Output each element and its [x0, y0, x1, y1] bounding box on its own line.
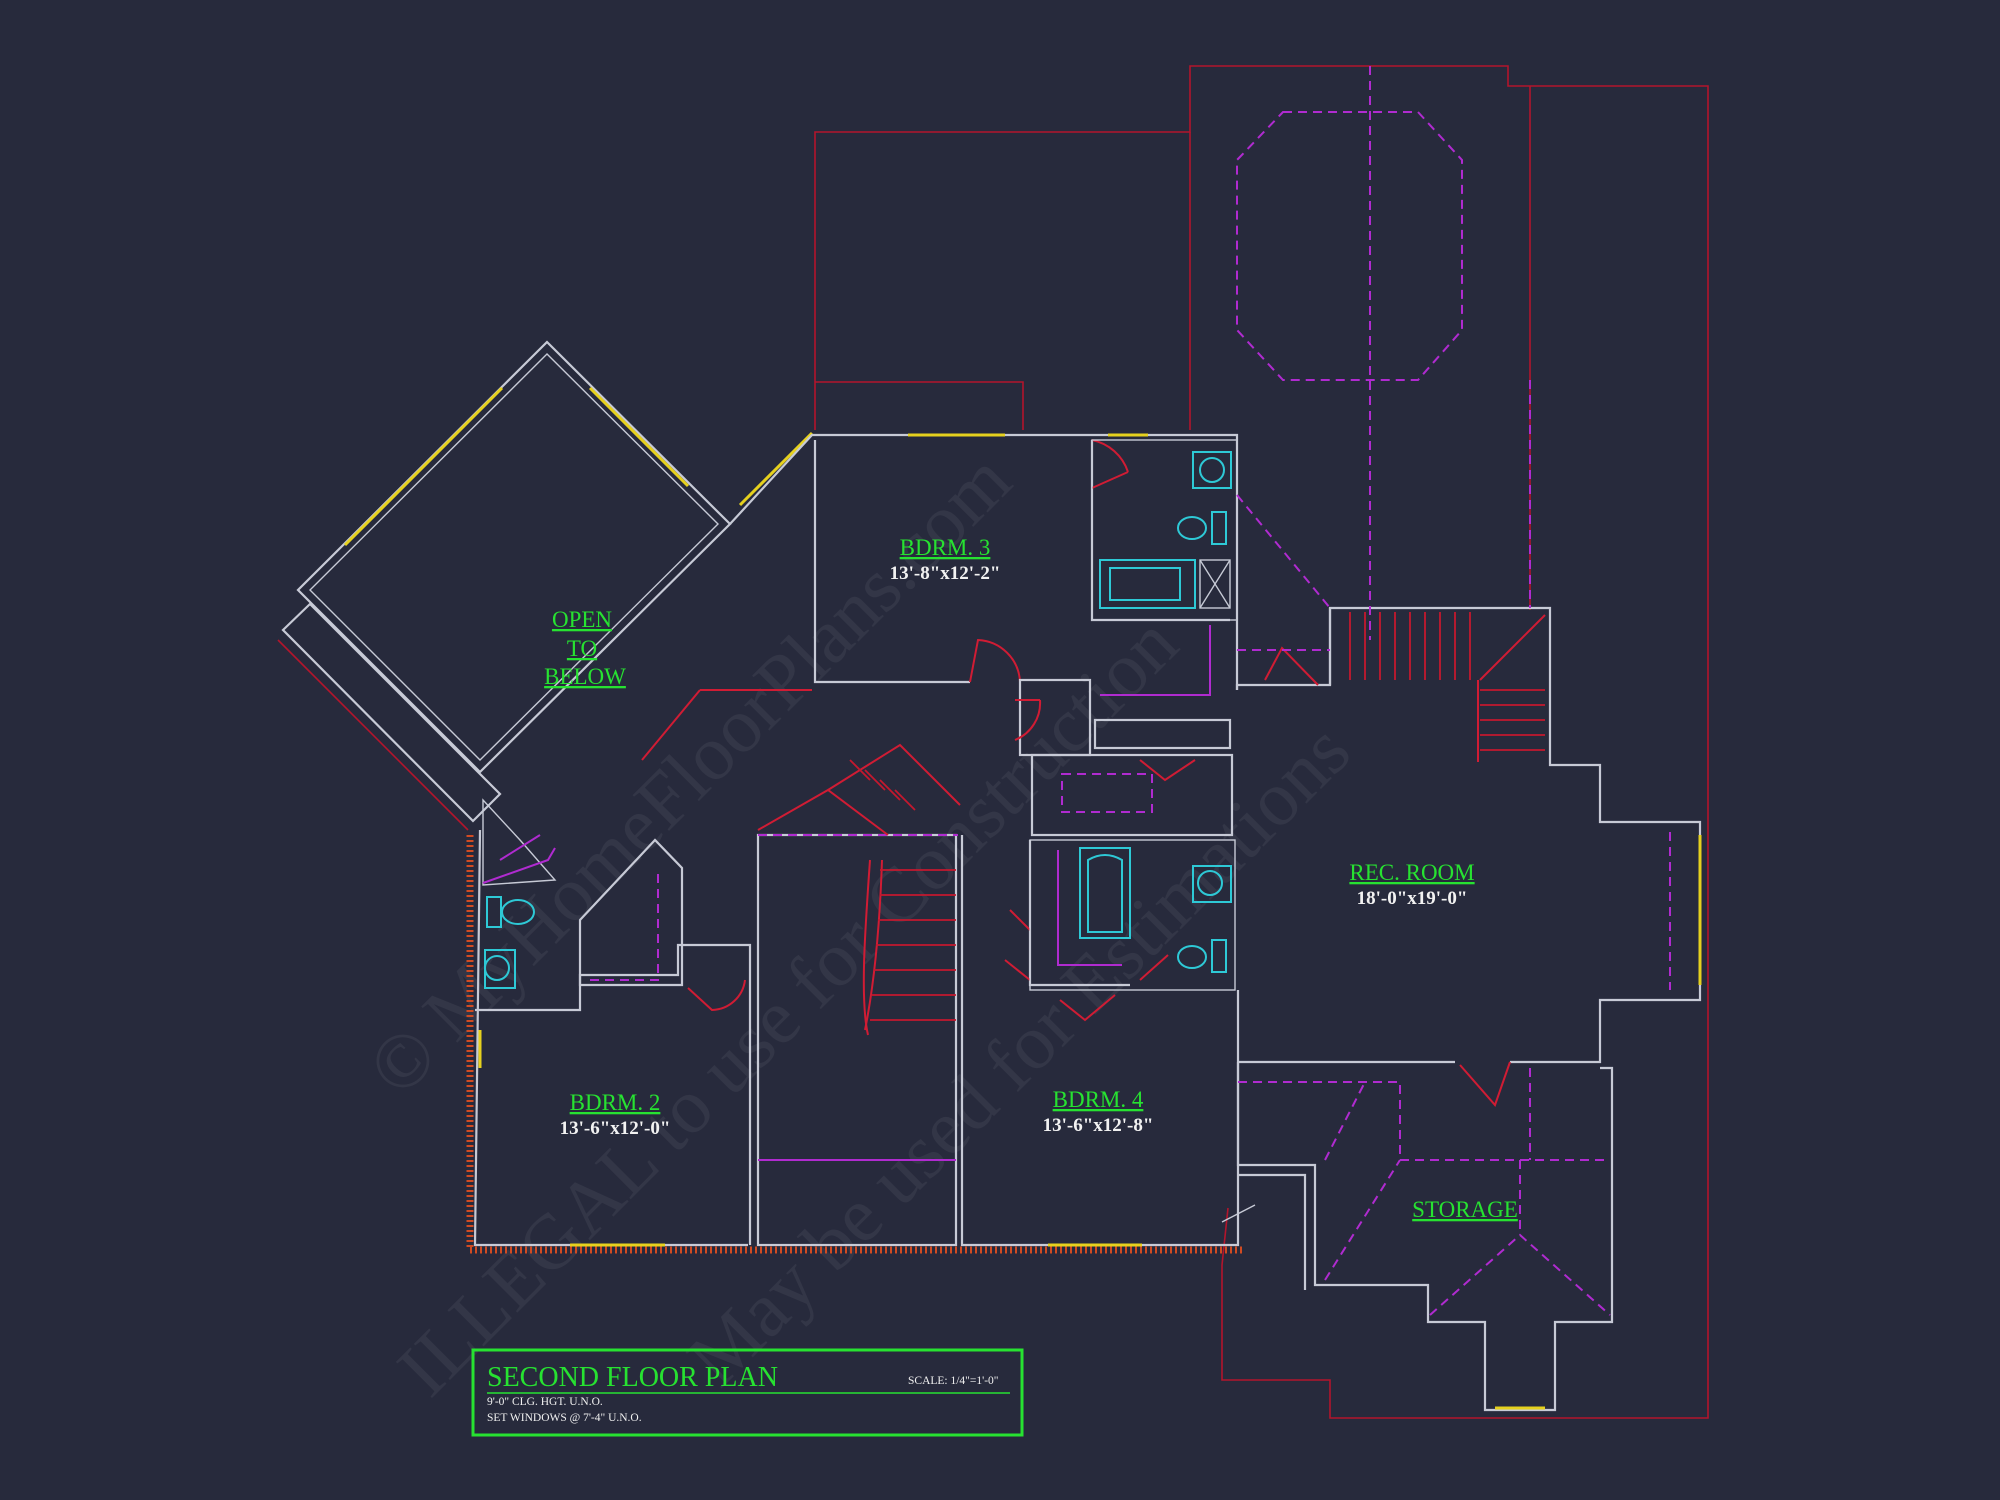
roof-outline	[277, 65, 1709, 1419]
upper-bath	[1091, 439, 1238, 696]
bedroom-2-dimensions: 13'-6"x12'-0"	[560, 1118, 671, 1139]
rec-room-dimensions: 18'-0"x19'-0"	[1357, 888, 1468, 909]
title-block-frame	[471, 1348, 1024, 1437]
bedroom-4-name: BDRM. 4	[1053, 1087, 1144, 1112]
main-stair	[641, 689, 961, 1247]
title-block-note-2: SET WINDOWS @ 7'-4" U.N.O.	[487, 1412, 642, 1424]
title-block-note-1: 9'-0" CLG. HGT. U.N.O.	[487, 1396, 603, 1408]
title-block: SECOND FLOOR PLAN SCALE: 1/4"=1'-0" 9'-0…	[471, 1348, 1024, 1437]
bedroom-2-walls	[466, 829, 1245, 1254]
rec-room-name: REC. ROOM	[1349, 860, 1474, 885]
storage-name: STORAGE	[1412, 1197, 1518, 1222]
hall-closets	[1014, 678, 1234, 837]
open-to-below-label-2: TO	[567, 636, 597, 661]
open-to-below-label-1: OPEN	[552, 607, 612, 632]
bedroom-3-dimensions: 13'-8"x12'-2"	[890, 563, 1001, 584]
lower-bath	[1029, 839, 1236, 991]
open-to-below-area	[281, 340, 814, 823]
bedroom-4-dimensions: 13'-6"x12'-8"	[1043, 1115, 1154, 1136]
title-block-scale: SCALE: 1/4"=1'-0"	[908, 1375, 998, 1387]
bath-2	[482, 798, 684, 989]
storage-walls	[1236, 1062, 1614, 1412]
rec-room-walls	[1235, 606, 1702, 1107]
title-block-title: SECOND FLOOR PLAN	[487, 1362, 778, 1393]
bedroom-3-name: BDRM. 3	[900, 535, 991, 560]
open-to-below-label-3: BELOW	[544, 664, 626, 689]
bedroom-2-name: BDRM. 2	[570, 1090, 661, 1115]
room-labels: OPEN TO BELOW BDRM. 3 13'-8"x12'-2" BDRM…	[544, 535, 1518, 1222]
rec-room-stair	[1328, 608, 1546, 762]
upper-roof-framing	[1236, 66, 1531, 651]
